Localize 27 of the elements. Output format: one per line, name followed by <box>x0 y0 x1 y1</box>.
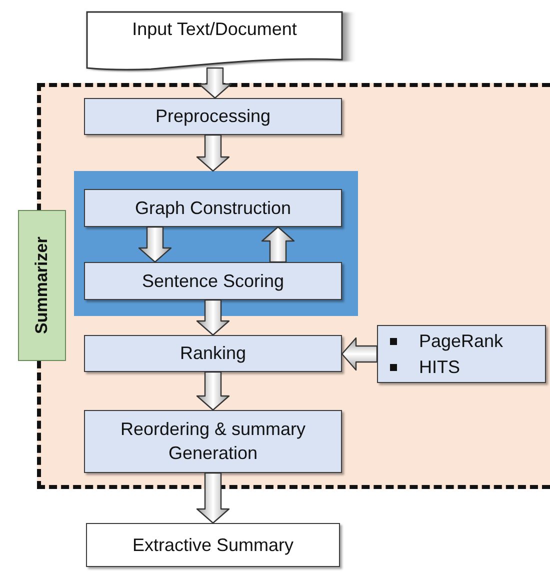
block-arrow <box>198 67 232 99</box>
box-label: Ranking <box>180 343 246 364</box>
block-arrow <box>196 472 230 524</box>
process-box <box>86 523 340 567</box>
list-item-text: PageRank <box>419 330 504 353</box>
side-label-tab: Summarizer <box>18 210 66 361</box>
process-box <box>84 98 342 135</box>
block-arrow <box>196 299 230 336</box>
block-arrow <box>341 337 378 371</box>
box-label: Extractive Summary <box>132 534 294 556</box>
list-item-text: HITS <box>419 356 460 379</box>
box-label: Graph Construction <box>134 198 292 218</box>
block-arrow <box>138 226 172 263</box>
box-label: Sentence Scoring <box>142 270 284 292</box>
list-box <box>377 325 546 383</box>
process-box <box>84 410 342 473</box>
box-label: Preprocessing <box>155 106 271 127</box>
group-panel <box>74 171 358 316</box>
process-box <box>84 335 342 372</box>
block-arrow <box>196 371 230 411</box>
block-arrow <box>261 226 295 263</box>
box-label: Input Text/Document <box>132 19 297 40</box>
process-box <box>84 262 342 300</box>
process-box <box>84 189 342 227</box>
box-label: Reordering & summary Generation <box>119 418 307 464</box>
block-arrow <box>196 134 230 172</box>
document-shape <box>87 12 342 68</box>
